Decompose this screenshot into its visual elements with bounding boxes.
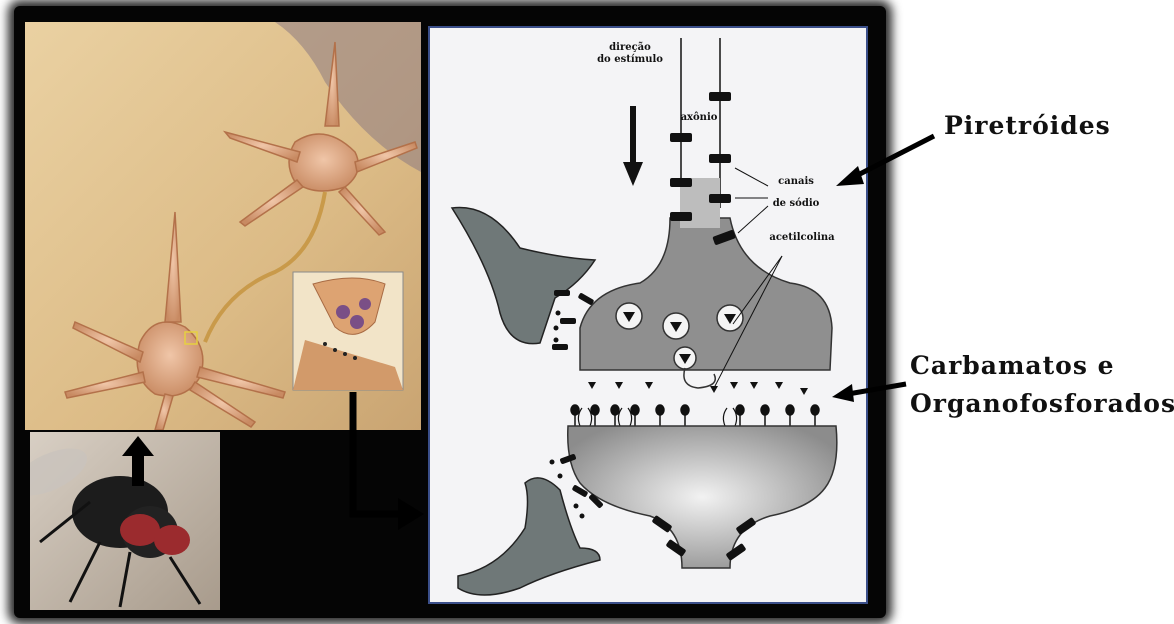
sodium-label-line2: de sódio <box>766 198 826 210</box>
postsynaptic-terminal <box>568 426 837 568</box>
carbamates-label: Carbamatos e Organofosforados <box>910 350 1174 420</box>
synapse-inset <box>293 272 403 390</box>
pyrethroids-label: Piretróides <box>944 110 1111 142</box>
carbamates-line2: Organofosforados <box>910 388 1174 420</box>
stimulus-label-line1: direção <box>590 42 670 54</box>
neuron-illustration <box>25 22 421 430</box>
arrow-elbow-icon <box>340 392 430 532</box>
axon-label: axônio <box>674 112 724 124</box>
synapse-diagram: direção do estímulo axônio canais de sód… <box>428 26 868 604</box>
sodium-label-line1: canais <box>766 176 826 188</box>
stimulus-direction-label: direção do estímulo <box>590 42 670 66</box>
carbamates-arrow-icon <box>828 376 908 404</box>
sodium-channels-label: canais de sódio <box>766 176 826 210</box>
receptors <box>571 405 819 426</box>
pyrethroids-arrow-icon <box>828 130 938 192</box>
neighbor-synapse-bottom <box>458 478 600 595</box>
stimulus-label-line2: do estímulo <box>590 54 670 66</box>
acetylcholine-label: acetilcolina <box>762 232 842 244</box>
arrow-up-icon <box>118 434 158 488</box>
carbamates-line1: Carbamatos e <box>910 350 1174 382</box>
stimulus-arrow-icon <box>623 106 643 186</box>
